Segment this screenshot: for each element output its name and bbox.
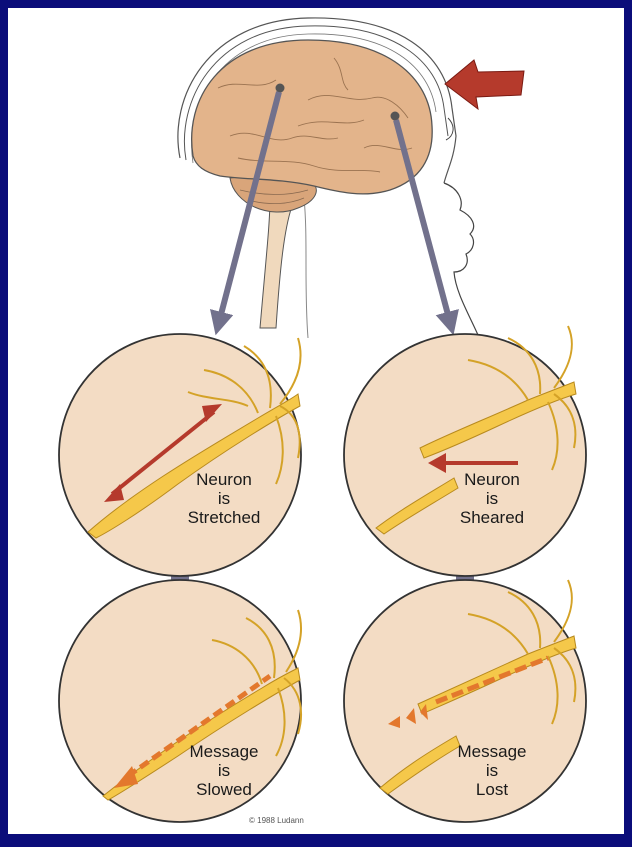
impact-arrow-icon [445, 60, 524, 109]
slowed-caption-line3: Slowed [164, 780, 284, 799]
impact-point-right [391, 112, 400, 121]
sheared-caption-line2: is [432, 489, 552, 508]
stretched-caption-line3: Stretched [164, 508, 284, 527]
panel-sheared-diagram [344, 326, 586, 576]
lost-caption-line2: is [432, 761, 552, 780]
stretched-caption-line1: Neuron [164, 470, 284, 489]
illustration-frame: Neuron is Stretched Neuron is Sheared Me… [8, 8, 624, 834]
lost-caption-line3: Lost [432, 780, 552, 799]
lost-caption-line1: Message [432, 742, 552, 761]
stretched-caption: Neuron is Stretched [164, 470, 284, 527]
stretched-caption-line2: is [164, 489, 284, 508]
brain-injury-illustration [8, 8, 624, 834]
slowed-caption: Message is Slowed [164, 742, 284, 799]
sheared-caption-line3: Sheared [432, 508, 552, 527]
copyright-notice: © 1988 Ludann [249, 816, 304, 825]
slowed-caption-line2: is [164, 761, 284, 780]
slowed-caption-line1: Message [164, 742, 284, 761]
sheared-caption: Neuron is Sheared [432, 470, 552, 527]
brain-stem [260, 198, 292, 328]
lost-caption: Message is Lost [432, 742, 552, 799]
impact-point-left [276, 84, 285, 93]
panel-stretched-diagram [59, 334, 301, 576]
sheared-caption-line1: Neuron [432, 470, 552, 489]
